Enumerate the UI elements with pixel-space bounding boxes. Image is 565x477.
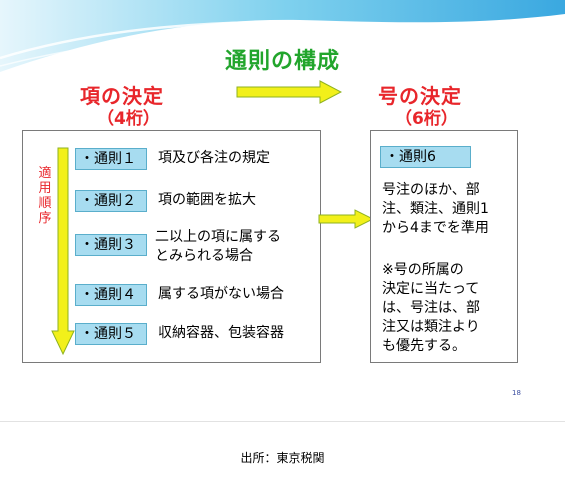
heading-subheading-determination: 号の決定 bbox=[378, 84, 462, 108]
priority-note-line: 決定に当たって bbox=[382, 281, 480, 297]
rule-4-description: 属する項がない場合 bbox=[158, 286, 284, 302]
heading-rules-box bbox=[22, 130, 321, 363]
slide: 通則の構成 項の決定 （4桁） 号の決定 （6桁） 適用順序 ・通則１ 項及び各… bbox=[0, 0, 565, 397]
subheading-rules-box bbox=[370, 130, 518, 363]
arrow-down-icon bbox=[51, 147, 75, 355]
page-number: 18 bbox=[512, 389, 521, 397]
diagram-title: 通則の構成 bbox=[224, 49, 340, 74]
priority-note-line: も優先する。 bbox=[382, 338, 466, 354]
rule-1-description: 項及び各注の規定 bbox=[158, 150, 270, 166]
heading-6-digit: （6桁） bbox=[395, 109, 458, 129]
subheading-note-line: 注、類注、通則1 bbox=[382, 201, 489, 217]
header-wave-decoration bbox=[0, 0, 565, 72]
priority-note-line: ※号の所属の bbox=[382, 262, 464, 278]
application-order-label: 適用順序 bbox=[36, 166, 54, 226]
heading-4-digit: （4桁） bbox=[97, 109, 160, 129]
source-caption: 出所：東京税関 bbox=[240, 451, 325, 465]
rule-2-tag: ・通則２ bbox=[75, 190, 147, 212]
subheading-note-line: から4までを準用 bbox=[382, 220, 489, 236]
subheading-note-line: 号注のほか、部 bbox=[382, 182, 480, 198]
priority-note-line: は、号注は、部 bbox=[382, 300, 480, 316]
rule-4-tag: ・通則４ bbox=[75, 284, 147, 306]
subheading-note: 号注のほか、部 注、類注、通則1 から4までを準用 bbox=[382, 181, 512, 238]
arrow-right-small-icon bbox=[318, 209, 374, 229]
rule-3-description-line1: 二以上の項に属する bbox=[155, 229, 281, 245]
priority-note-line: 注又は類注より bbox=[382, 319, 480, 335]
rule-6-tag: ・通則6 bbox=[380, 146, 471, 168]
rule-5-description: 収納容器、包装容器 bbox=[158, 325, 284, 341]
rule-3-tag: ・通則３ bbox=[75, 234, 147, 256]
heading-heading-determination: 項の決定 bbox=[80, 84, 164, 108]
rule-2-description: 項の範囲を拡大 bbox=[158, 192, 256, 208]
priority-note: ※号の所属の 決定に当たって は、号注は、部 注又は類注より も優先する。 bbox=[382, 261, 512, 356]
rule-1-tag: ・通則１ bbox=[75, 148, 147, 170]
footer-divider bbox=[0, 421, 565, 422]
arrow-right-icon bbox=[236, 80, 342, 104]
rule-5-tag: ・通則５ bbox=[75, 323, 147, 345]
rule-3-description-line2: とみられる場合 bbox=[155, 248, 253, 264]
